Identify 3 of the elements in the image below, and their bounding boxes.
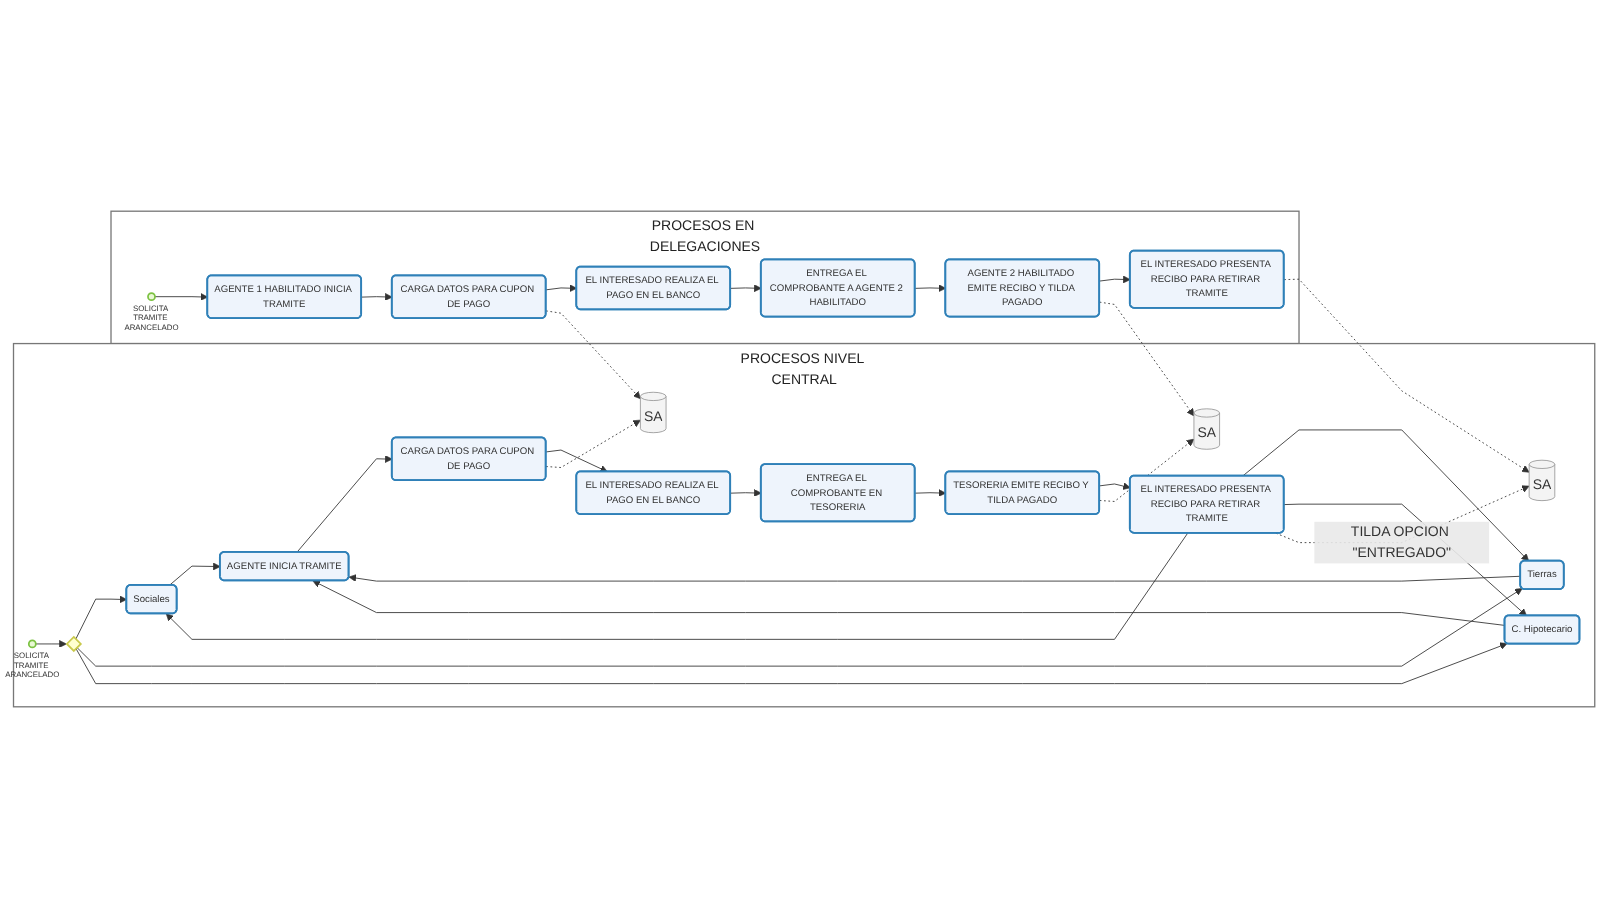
node-circle bbox=[27, 639, 37, 649]
node-diamond bbox=[65, 635, 83, 653]
node-circle bbox=[147, 292, 156, 302]
